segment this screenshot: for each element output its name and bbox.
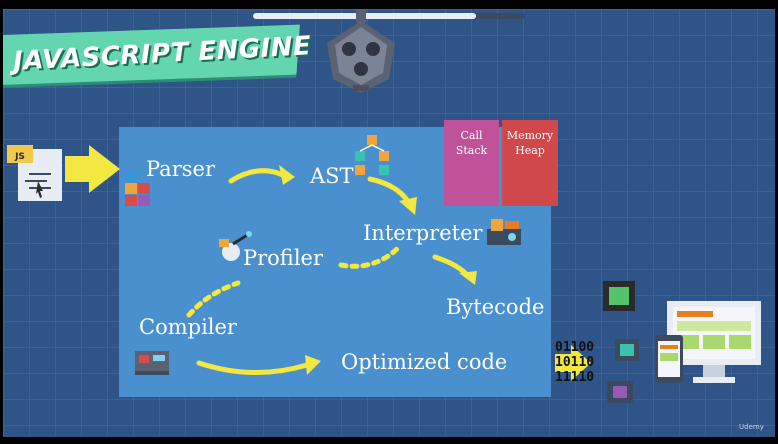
- interpreter-label: Interpreter: [363, 221, 483, 245]
- profiler-to-compiler-dotted: [186, 280, 241, 318]
- binary-line-3: 11110: [555, 370, 594, 385]
- parser-to-ast-arrow: [228, 168, 286, 184]
- js-file-icon: JS: [7, 145, 62, 201]
- interpreter-to-profiler-dotted: [338, 246, 400, 269]
- output-arrow: [555, 345, 591, 381]
- call-stack-label: Call Stack: [455, 129, 488, 157]
- parser-blocks-icon: [125, 171, 150, 206]
- profiler-label: Profiler: [243, 246, 324, 270]
- diagram-graphics: JS: [7, 9, 761, 403]
- compiler-label: Compiler: [139, 315, 237, 339]
- call-stack-box: Call Stack: [444, 120, 499, 206]
- ast-tree-icon: [355, 135, 389, 175]
- interpreter-machine-icon: [487, 219, 521, 245]
- binary-line-2: 10110: [555, 355, 594, 370]
- memory-heap-box: Memory Heap: [502, 120, 558, 206]
- memory-heap-label: Memory Heap: [506, 129, 554, 157]
- parser-label: Parser: [146, 157, 215, 181]
- profiler-icon: [219, 231, 252, 261]
- js-badge: JS: [14, 152, 25, 162]
- slide: JAVASCRIPT ENGINE JS: [3, 9, 775, 437]
- input-arrow: [65, 145, 120, 193]
- compiler-to-optimized-arrow: [196, 360, 310, 376]
- binary-line-1: 01100: [555, 340, 594, 355]
- udemy-watermark: Udemy: [739, 423, 764, 431]
- compiler-machine-icon: [135, 351, 169, 375]
- flow-arrows: [186, 165, 477, 376]
- bytecode-label: Bytecode: [446, 295, 545, 319]
- cpu-chip-icon: [603, 281, 639, 403]
- engine-icon: [327, 9, 395, 93]
- optimized-code-label: Optimized code: [341, 350, 508, 374]
- devices-icon: [655, 301, 761, 383]
- ast-label: AST: [310, 164, 354, 188]
- ast-to-interpreter-arrow: [367, 176, 412, 206]
